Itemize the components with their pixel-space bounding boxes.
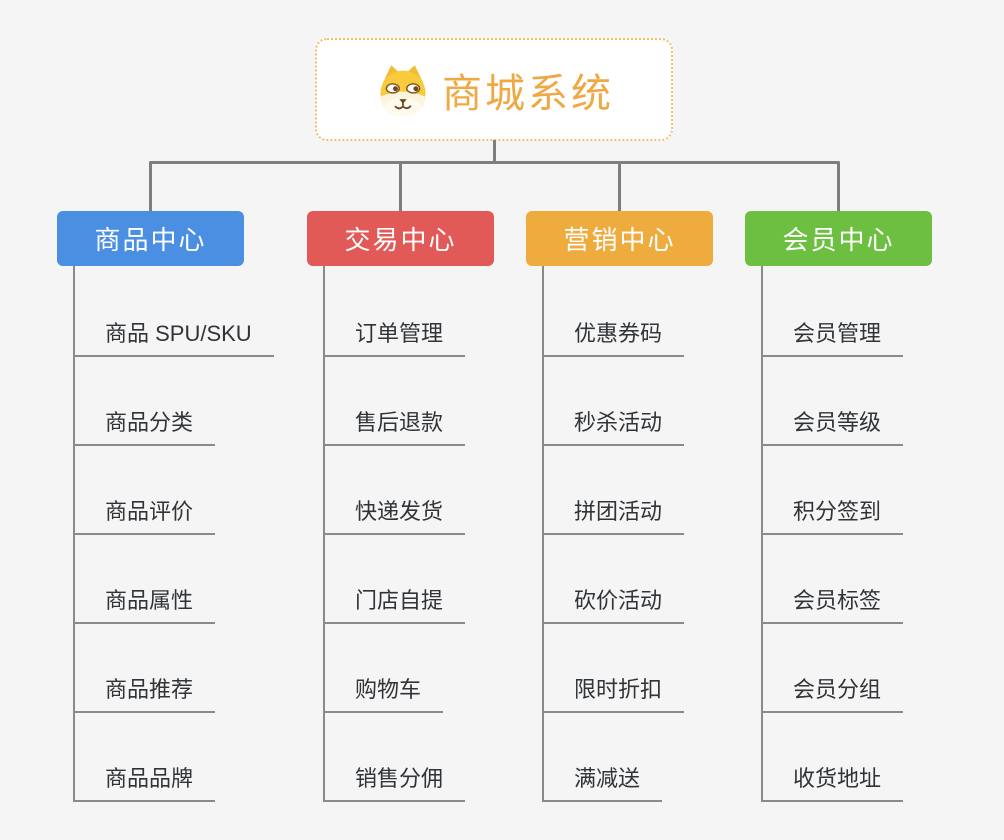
leaf-node[interactable]: 商品 SPU/SKU	[73, 318, 274, 357]
branch-node-product-center[interactable]: 商品中心	[57, 211, 244, 266]
leaf-node[interactable]: 会员标签	[761, 585, 904, 624]
leaf-node[interactable]: 门店自提	[323, 585, 466, 624]
connector-root-stub	[493, 140, 496, 162]
connector-rail	[149, 161, 840, 164]
leaf-node[interactable]: 秒杀活动	[542, 407, 685, 446]
connector-drop	[837, 163, 840, 211]
branch-node-trade-center[interactable]: 交易中心	[307, 211, 494, 266]
leaf-node[interactable]: 商品评价	[73, 496, 216, 535]
leaf-node[interactable]: 限时折扣	[542, 674, 685, 713]
leaf-node[interactable]: 会员分组	[761, 674, 904, 713]
leaf-node[interactable]: 售后退款	[323, 407, 466, 446]
leaf-node[interactable]: 砍价活动	[542, 585, 685, 624]
leaf-node[interactable]: 购物车	[323, 674, 444, 713]
leaf-node[interactable]: 订单管理	[323, 318, 466, 357]
leaf-node[interactable]: 积分签到	[761, 496, 904, 535]
leaf-node[interactable]: 优惠券码	[542, 318, 685, 357]
leaf-node[interactable]: 满减送	[542, 763, 663, 802]
root-node[interactable]: 商城系统	[315, 38, 673, 141]
dog-face-icon	[380, 64, 426, 116]
leaf-node[interactable]: 商品分类	[73, 407, 216, 446]
connector-drop	[149, 163, 152, 211]
root-node-label: 商城系统	[442, 71, 614, 116]
leaf-node[interactable]: 快递发货	[323, 496, 466, 535]
leaf-node[interactable]: 会员管理	[761, 318, 904, 357]
branch-node-member-center[interactable]: 会员中心	[745, 211, 932, 266]
leaf-node[interactable]: 销售分佣	[323, 763, 466, 802]
leaf-node[interactable]: 商品品牌	[73, 763, 216, 802]
leaf-node[interactable]: 商品属性	[73, 585, 216, 624]
leaf-node[interactable]: 收货地址	[761, 763, 904, 802]
connector-drop	[618, 163, 621, 211]
leaf-node[interactable]: 拼团活动	[542, 496, 685, 535]
leaf-node[interactable]: 会员等级	[761, 407, 904, 446]
branch-node-marketing-center[interactable]: 营销中心	[526, 211, 713, 266]
leaf-node[interactable]: 商品推荐	[73, 674, 216, 713]
connector-drop	[399, 163, 402, 211]
